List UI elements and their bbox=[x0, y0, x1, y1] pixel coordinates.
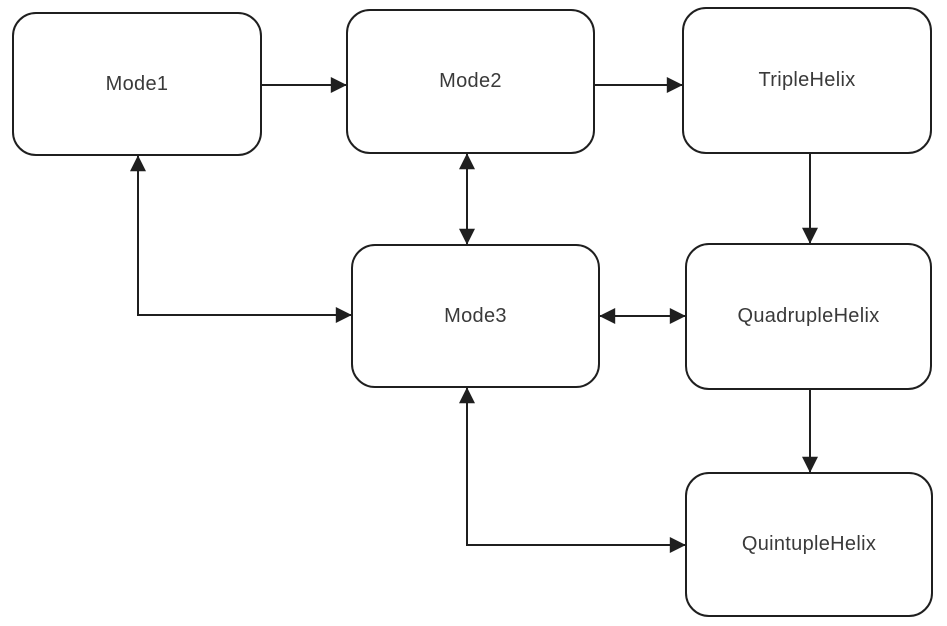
edge-mode3-quintuple-helix-elbow-bidirectional bbox=[459, 387, 686, 553]
node-triple-helix-label: TripleHelix bbox=[758, 69, 856, 91]
edge-mode1-mode3-elbow-bidirectional bbox=[130, 155, 352, 323]
node-triple-helix: TripleHelix bbox=[682, 7, 932, 154]
node-quintuple-helix: QuintupleHelix bbox=[685, 472, 933, 617]
node-quadruple-helix-label: QuadrupleHelix bbox=[737, 305, 880, 327]
node-mode3: Mode3 bbox=[351, 244, 600, 388]
node-quadruple-helix: QuadrupleHelix bbox=[685, 243, 932, 390]
node-mode1-label: Mode1 bbox=[105, 72, 169, 95]
node-mode2-label: Mode2 bbox=[439, 70, 502, 92]
node-quintuple-helix-label: QuintupleHelix bbox=[741, 533, 877, 555]
node-mode3-label: Mode3 bbox=[444, 304, 507, 327]
node-mode2: Mode2 bbox=[346, 9, 595, 154]
node-mode1: Mode1 bbox=[12, 12, 262, 156]
